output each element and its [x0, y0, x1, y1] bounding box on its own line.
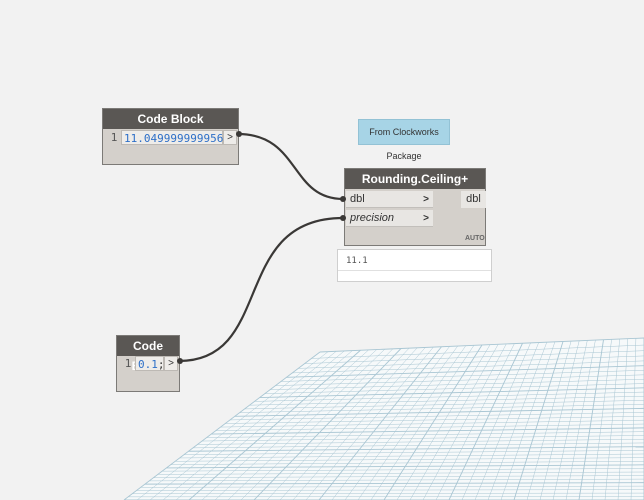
- grid-line: [435, 343, 515, 500]
- grid-line: [227, 349, 385, 500]
- grid-line: [162, 350, 345, 500]
- output-port[interactable]: >: [223, 130, 237, 145]
- node-preview-bubble[interactable]: 11.1: [337, 249, 492, 282]
- grid-line: [179, 453, 644, 459]
- package-note[interactable]: From Clockworks Package: [358, 119, 450, 161]
- line-number: 1: [124, 357, 132, 370]
- grid-line: [202, 435, 644, 442]
- grid-line: [617, 338, 629, 500]
- rounding-ceiling-node[interactable]: Rounding.Ceiling+ dbl > precision > dbl …: [344, 168, 486, 246]
- grid-line: [162, 468, 644, 472]
- grid-line: [188, 349, 361, 500]
- grid-line: [604, 339, 620, 500]
- preview-value: 11.1: [346, 256, 368, 266]
- grid-line: [123, 351, 321, 500]
- grid-line: [206, 431, 644, 438]
- grid-line: [240, 348, 394, 500]
- grid-line: [145, 482, 644, 485]
- grid-line: [370, 345, 475, 500]
- grid-line: [526, 341, 572, 500]
- lacing-indicator[interactable]: AUTO: [465, 235, 485, 242]
- grid-line: [396, 344, 491, 500]
- grid-line: [591, 339, 612, 500]
- grid-line: [188, 446, 644, 452]
- grid-line: [153, 475, 644, 478]
- preview-divider: [338, 270, 491, 271]
- grid-line: [513, 341, 564, 500]
- input-connector-dot: [340, 196, 346, 202]
- grid-line: [266, 347, 410, 500]
- grid-line: [500, 341, 556, 500]
- grid-line: [331, 346, 450, 500]
- grid-line: [461, 342, 531, 500]
- grid-line: [448, 343, 523, 500]
- grid-line: [136, 489, 644, 491]
- code-value: 11.049999999956: [124, 132, 224, 145]
- output-port-dbl[interactable]: dbl: [461, 191, 486, 208]
- grid-line: [193, 442, 644, 449]
- grid-line: [422, 343, 507, 500]
- grid-line: [578, 339, 604, 500]
- grid-line: [157, 471, 644, 475]
- grid-line: [409, 344, 499, 500]
- code-input[interactable]: 0.1;: [135, 356, 165, 371]
- node-title: Code Block: [103, 109, 238, 129]
- node-title: Rounding.Ceiling+: [345, 169, 485, 189]
- input-port-dbl[interactable]: dbl >: [346, 191, 433, 208]
- input-port-label: precision: [350, 212, 395, 224]
- grid-line: [539, 340, 580, 500]
- grid-line: [318, 346, 442, 500]
- grid-line: [552, 340, 588, 500]
- grid-line: [197, 438, 644, 445]
- input-connector-dot: [340, 215, 346, 221]
- code-input[interactable]: 11.049999999956;: [121, 130, 230, 145]
- grid-line: [214, 349, 377, 500]
- grid-line: [383, 344, 483, 500]
- grid-lines: [123, 337, 644, 500]
- grid-line: [175, 457, 644, 462]
- chevron-right-icon: >: [423, 212, 429, 224]
- grid-line: [357, 345, 467, 500]
- grid-line: [140, 485, 644, 488]
- output-connector-dot: [236, 131, 242, 137]
- grid-line: [166, 464, 644, 469]
- input-port-precision[interactable]: precision >: [346, 210, 433, 227]
- grid-line: [132, 492, 644, 494]
- grid-line: [149, 478, 644, 482]
- grid-line: [565, 340, 596, 500]
- line-number: 1: [110, 131, 118, 144]
- grid-line: [279, 347, 418, 500]
- grid-line: [487, 342, 548, 500]
- grid-line: [474, 342, 539, 500]
- code-value: 0.1: [138, 358, 158, 371]
- output-connector-dot: [177, 358, 183, 364]
- code-block-node-2[interactable]: Code Block 1 0.1; >: [116, 335, 180, 392]
- grid-line: [136, 351, 329, 500]
- code-block-node-1[interactable]: Code Block 1 11.049999999956; >: [102, 108, 239, 165]
- input-port-label: dbl: [350, 193, 365, 205]
- chevron-right-icon: >: [423, 193, 429, 205]
- output-port[interactable]: >: [164, 356, 178, 371]
- grid-line: [305, 346, 434, 500]
- grid-line: [344, 345, 458, 500]
- grid-line: [630, 338, 637, 500]
- grid-line: [292, 347, 426, 500]
- grid-line: [253, 348, 402, 500]
- grid-line: [184, 450, 644, 455]
- grid-line: [149, 351, 337, 500]
- grid-line: [201, 349, 369, 500]
- grid-line: [170, 461, 644, 465]
- grid-line: [175, 350, 353, 500]
- code-terminator: ;: [157, 358, 165, 371]
- node-title: Code Block: [117, 336, 179, 373]
